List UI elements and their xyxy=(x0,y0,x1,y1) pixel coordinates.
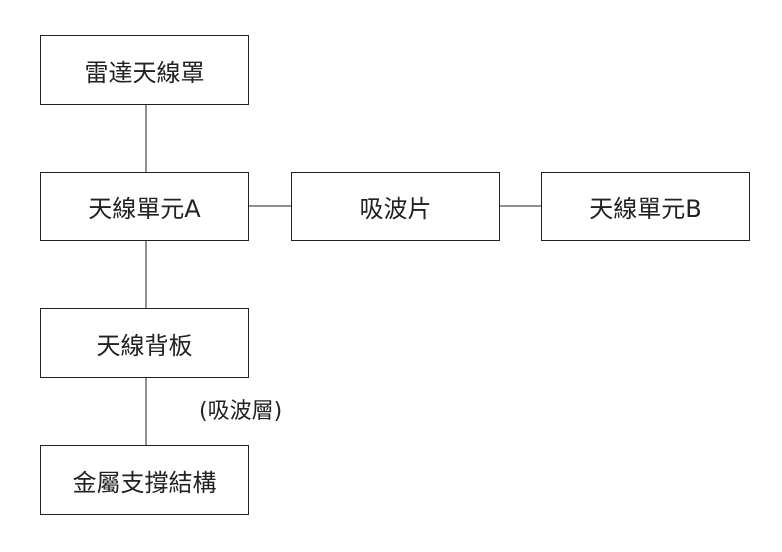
antenna-unit-b-box: 天線單元B xyxy=(541,172,750,241)
antenna-unit-b-label: 天線單元B xyxy=(589,195,702,223)
absorber-sheet-label: 吸波片 xyxy=(359,195,432,223)
radome-label: 雷達天線罩 xyxy=(84,58,205,87)
antenna-backplate-box: 天線背板 xyxy=(40,308,249,378)
metal-support-structure-label: 金屬支撐結構 xyxy=(72,468,217,497)
radome-box: 雷達天線罩 xyxy=(40,35,249,105)
antenna-unit-a-label: 天線單元A xyxy=(88,195,201,223)
absorber-layer-annotation: (吸波層) xyxy=(199,399,283,424)
antenna-unit-a-box: 天線單元A xyxy=(40,172,249,241)
metal-support-structure-box: 金屬支撐結構 xyxy=(40,445,249,515)
antenna-backplate-label: 天線背板 xyxy=(96,331,193,360)
absorber-sheet-box: 吸波片 xyxy=(291,172,500,241)
